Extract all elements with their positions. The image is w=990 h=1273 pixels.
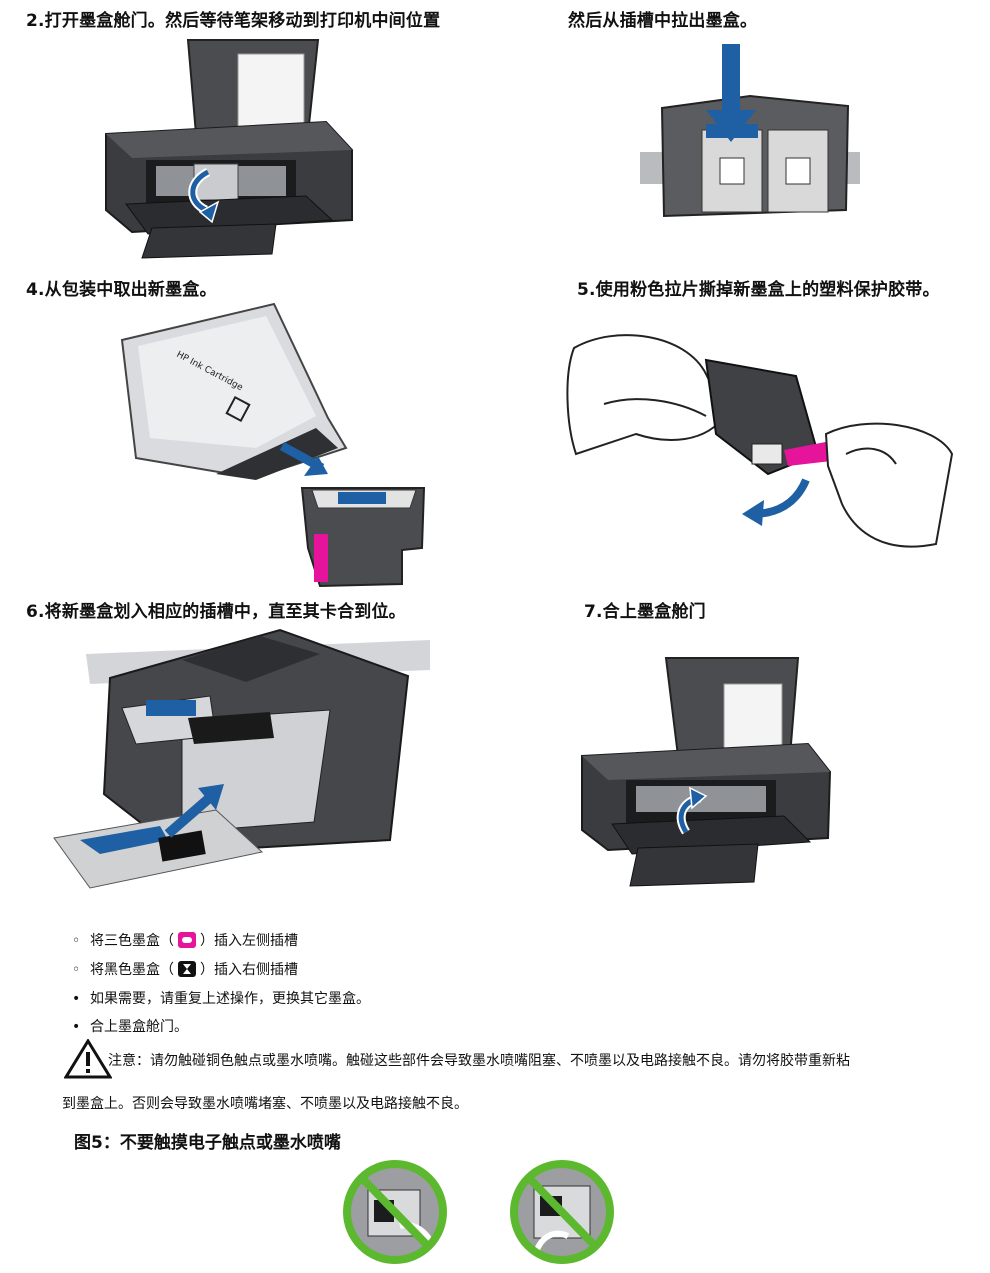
list-item: ◦将三色墨盒（）插入左侧插槽	[72, 932, 298, 949]
step-6-title: 6.将新墨盒划入相应的插槽中，直至其卡合到位。	[26, 602, 406, 622]
remove-cartridge-illustration	[640, 44, 860, 218]
list-item: •合上墨盒舱门。	[72, 1019, 188, 1035]
list-item: ◦将黑色墨盒（）插入右侧插槽	[72, 961, 298, 978]
package-illustration: HP Ink Cartridge	[120, 302, 426, 588]
black-cartridge-icon	[178, 961, 196, 977]
printer-closed-illustration	[581, 657, 832, 887]
prohibited-icon	[343, 1160, 447, 1264]
step-3-title: 然后从插槽中拉出墨盒。	[568, 11, 758, 31]
caution-text-line1: 注意：请勿触碰铜色触点或墨水喷嘴。触碰这些部件会导致墨水喷嘴阻塞、不喷墨以及电路…	[108, 1053, 850, 1069]
warning-triangle-icon	[64, 1039, 112, 1079]
step-5-title: 5.使用粉色拉片撕掉新墨盒上的塑料保护胶带。	[577, 280, 940, 300]
step-4-title: 4.从包装中取出新墨盒。	[26, 280, 217, 300]
figure-title: 图5：不要触摸电子触点或墨水喷嘴	[74, 1133, 341, 1153]
caution-text-line2: 到墨盒上。否则会导致墨水喷嘴堵塞、不喷墨以及电路接触不良。	[62, 1096, 468, 1112]
tricolor-cartridge-icon	[178, 932, 196, 948]
remove-tape-illustration	[556, 304, 956, 564]
prohibited-icon	[510, 1160, 614, 1264]
list-item: •如果需要，请重复上述操作，更换其它墨盒。	[72, 991, 370, 1007]
step-7-title: 7.合上墨盒舱门	[584, 602, 706, 622]
insert-cartridge-illustration	[53, 628, 430, 889]
step-2-title: 2.打开墨盒舱门。然后等待笔架移动到打印机中间位置	[26, 11, 441, 31]
printer-open-illustration	[105, 39, 353, 259]
